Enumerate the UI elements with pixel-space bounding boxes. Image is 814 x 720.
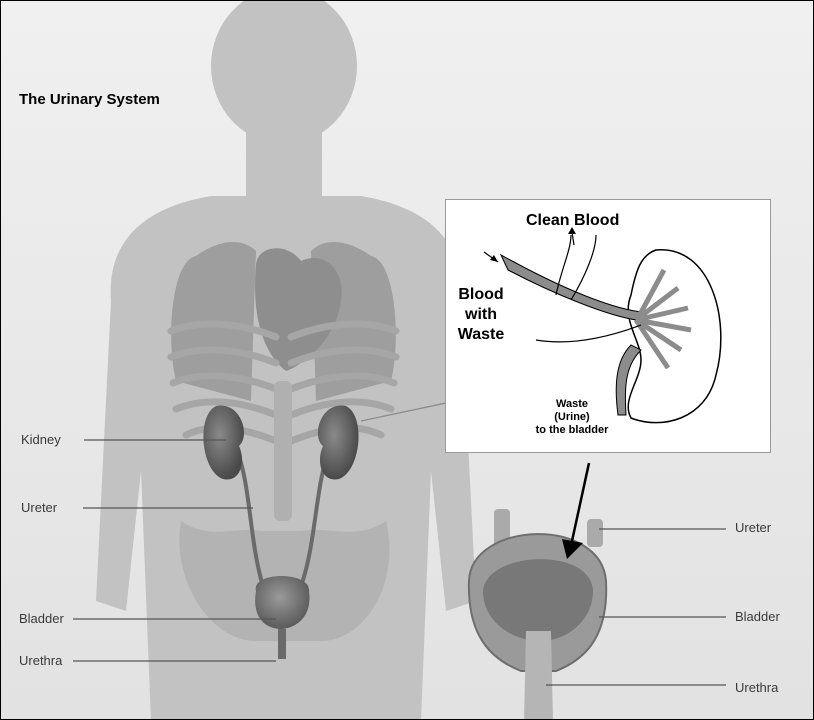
spine bbox=[274, 381, 292, 521]
inset-label-waste-urine: Waste (Urine) to the bladder bbox=[512, 398, 632, 437]
label-ureter-left: Ureter bbox=[21, 500, 57, 515]
arrow-to-bladder bbox=[562, 463, 589, 559]
label-urethra-left: Urethra bbox=[19, 653, 62, 668]
inset-label-clean-blood: Clean Blood bbox=[526, 212, 619, 230]
label-bladder-right: Bladder bbox=[735, 609, 780, 624]
inset-label-blood-with-waste: Blood with Waste bbox=[450, 285, 512, 345]
label-kidney: Kidney bbox=[21, 432, 61, 447]
waste-line-1: Waste bbox=[512, 398, 632, 411]
kidney-inset: Clean Blood Blood with Waste Waste (Urin… bbox=[445, 199, 771, 453]
label-urethra-right: Urethra bbox=[735, 680, 778, 695]
bladder-cross-section bbox=[469, 509, 606, 719]
waste-line-3: to the bladder bbox=[512, 424, 632, 437]
diagram-title: The Urinary System bbox=[19, 91, 160, 108]
waste-line-2: (Urine) bbox=[512, 411, 632, 424]
label-ureter-right: Ureter bbox=[735, 520, 771, 535]
label-bladder-left: Bladder bbox=[19, 611, 64, 626]
